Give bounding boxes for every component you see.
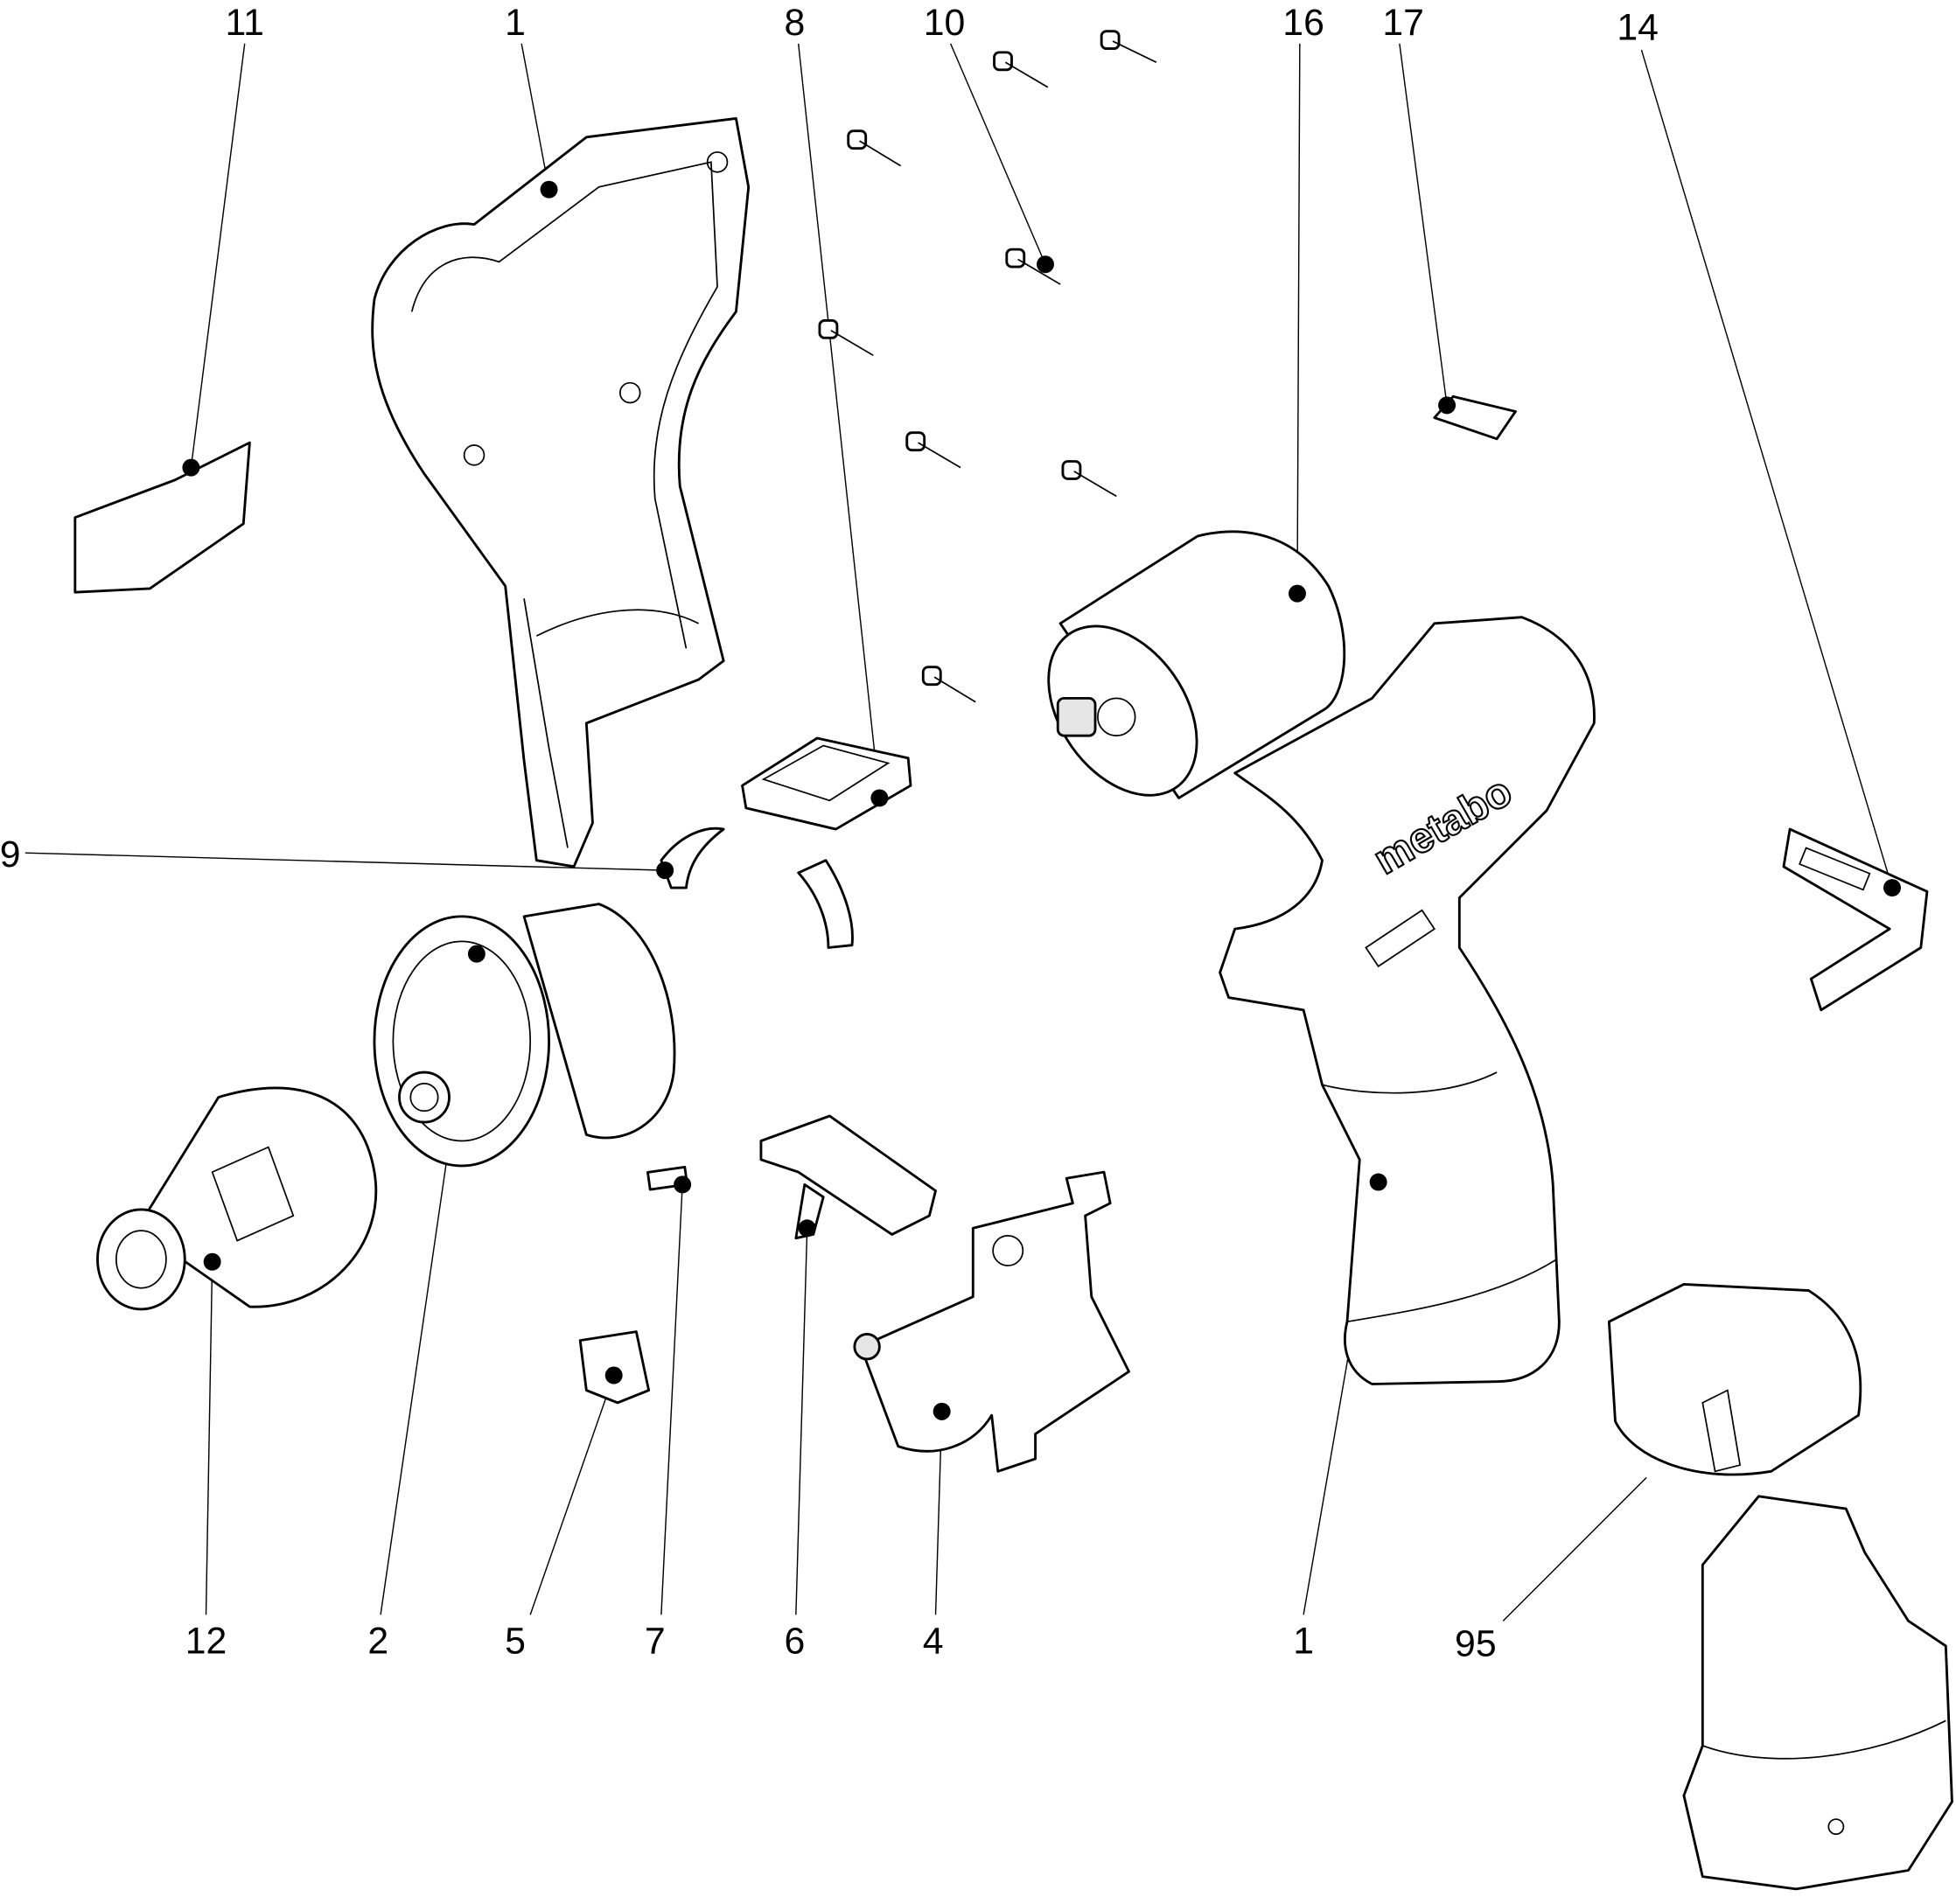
label-14: 14 bbox=[1617, 7, 1659, 49]
part-95-battery-cap bbox=[1607, 1283, 1862, 1476]
battery-pack bbox=[1682, 1495, 1953, 1891]
curved-strip bbox=[797, 859, 854, 949]
part-8-switch-slider bbox=[741, 736, 912, 831]
part-11-label-sheet bbox=[73, 441, 251, 594]
label-7: 7 bbox=[645, 1620, 666, 1662]
label-8: 8 bbox=[785, 2, 806, 44]
label-6: 6 bbox=[785, 1620, 806, 1662]
part-4-trigger-switch bbox=[853, 1170, 1130, 1473]
part-10-screws bbox=[818, 30, 1157, 703]
part-number-labels: 11 1 8 10 16 17 14 9 12 2 5 7 6 4 1 95 bbox=[0, 2, 1659, 1664]
label-1-top: 1 bbox=[505, 2, 526, 44]
label-1-bottom: 1 bbox=[1293, 1620, 1314, 1662]
part-14-belt-clip bbox=[1782, 827, 1929, 1012]
label-10: 10 bbox=[924, 2, 966, 44]
part-16-motor bbox=[1047, 530, 1346, 799]
part-12-chuck bbox=[96, 1086, 378, 1311]
label-16: 16 bbox=[1282, 2, 1324, 44]
label-17: 17 bbox=[1382, 2, 1424, 44]
label-4: 4 bbox=[923, 1620, 944, 1662]
label-5: 5 bbox=[505, 1620, 526, 1662]
part-1-left-housing bbox=[371, 117, 751, 868]
label-12: 12 bbox=[185, 1620, 227, 1662]
label-2: 2 bbox=[367, 1620, 388, 1662]
part-1-right-housing: metabo bbox=[1219, 616, 1596, 1385]
label-9: 9 bbox=[0, 833, 21, 875]
part-6-switch-plate bbox=[759, 1114, 937, 1240]
label-95: 95 bbox=[1455, 1622, 1497, 1664]
part-2-gearbox bbox=[373, 903, 676, 1168]
callout-dots bbox=[182, 180, 1901, 1420]
part-9-clip bbox=[660, 826, 725, 889]
label-11: 11 bbox=[226, 2, 264, 44]
